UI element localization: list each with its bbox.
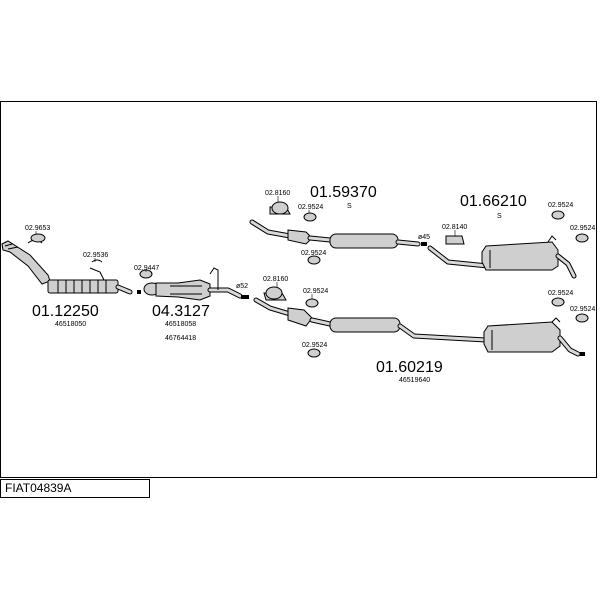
diagram-frame [0,101,597,478]
fitting-029524-f-label: 02.9524 [302,342,327,349]
upper-rear-mark: S [497,213,502,220]
fitting-029536-label: 02.9536 [83,252,108,259]
ring-029524-h-icon [575,313,589,323]
diagram-code: FIAT04839A [5,481,72,495]
upper-centre-part [249,219,427,249]
upper-centre-number: 01.59370 [310,184,377,201]
catalyst-oem-1: 46518058 [165,321,196,328]
fitting-029447-label: 02.9447 [134,265,159,272]
mount-028140-icon [445,235,465,245]
fitting-029524-g-label: 02.9524 [548,290,573,297]
clamp-029653-icon [30,233,46,243]
diameter-52-label: ø52 [236,283,248,290]
fitting-029524-d-label: 02.9524 [570,225,595,232]
ring-029524-b-icon [307,255,321,265]
mount-028160-a-icon [269,201,291,215]
leader-lines [35,196,456,299]
upper-centre-mark: S [347,203,352,210]
fitting-029524-h-label: 02.9524 [570,306,595,313]
mount-028160-b-icon [263,286,287,301]
front-pipe-number: 01.12250 [32,303,99,320]
fitting-028140-label: 02.8140 [442,224,467,231]
catalyst-number: 04.3127 [152,303,210,320]
lower-rear-part [397,317,585,357]
lower-centre-part [253,297,401,333]
hanger-029536-icon [91,259,103,263]
ring-029524-a-icon [303,212,317,222]
fitting-028160-a-label: 02.8160 [265,190,290,197]
upper-rear-number: 01.66210 [460,193,527,210]
fitting-029524-c-label: 02.9524 [548,202,573,209]
fitting-029524-a-label: 02.9524 [298,204,323,211]
ring-029524-c-icon [551,210,565,220]
fitting-029524-b-label: 02.9524 [301,250,326,257]
front-pipe-oem: 46518050 [55,321,86,328]
diagram-code-box: FIAT04839A [0,479,150,498]
ring-029524-e-icon [305,298,319,308]
ring-029524-g-icon [551,297,565,307]
upper-rear-part [427,235,577,279]
ring-029524-d-icon [575,233,589,243]
front-pipe-part [1,239,141,295]
fitting-029524-e-label: 02.9524 [303,288,328,295]
lower-rear-oem: 46519640 [399,377,430,384]
lower-rear-number: 01.60219 [376,359,443,376]
fitting-028160-b-label: 02.8160 [263,276,288,283]
diameter-45-label: ø45 [418,234,430,241]
catalyst-part [143,267,249,301]
ring-029524-f-icon [307,348,321,358]
catalyst-oem-2: 46764418 [165,335,196,342]
fitting-029653-label: 02.9653 [25,225,50,232]
